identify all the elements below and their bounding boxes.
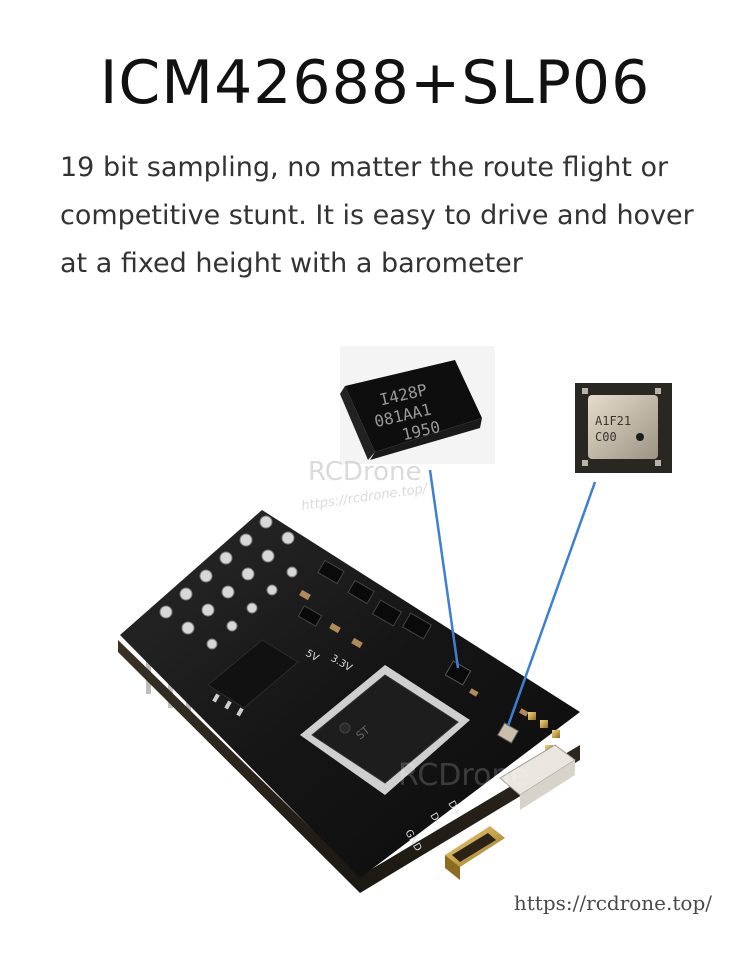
product-photo: I428P 081AA1 1950 A1F21 C00 [0, 320, 750, 949]
baro-chip-marking-2: C00 [595, 430, 617, 444]
page-title: ICM42688+SLP06 [99, 48, 651, 118]
baro-leader-line [506, 481, 597, 727]
imu-leader-line [428, 469, 460, 669]
footer-url: https://rcdrone.top/ [513, 891, 712, 915]
flight-controller-board: ST GND D- D+ [118, 510, 580, 893]
imu-chip-inset: I428P 081AA1 1950 [340, 346, 495, 464]
watermark-brand: RCDrone [308, 457, 421, 487]
baro-chip-inset: A1F21 C00 [575, 383, 672, 473]
watermark-top: RCDrone https://rcdrone.top/ [300, 457, 429, 514]
flash-chip [207, 639, 299, 717]
usb-c-port [445, 826, 505, 880]
watermark-board: RCDrone [398, 758, 529, 793]
description: 19 bit sampling, no matter the route fli… [60, 152, 694, 279]
silk-dminus: D- [427, 811, 442, 827]
mcu-chip: ST [300, 665, 470, 795]
baro-chip-marking-1: A1F21 [595, 414, 631, 428]
